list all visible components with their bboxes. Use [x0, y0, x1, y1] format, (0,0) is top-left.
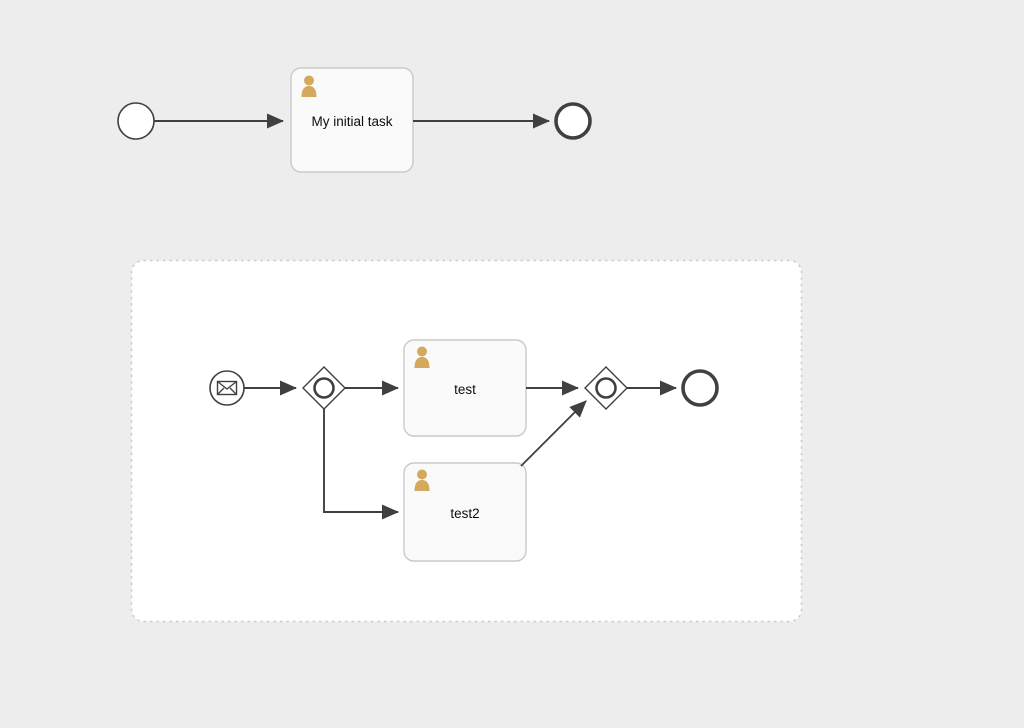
end-event[interactable] [554, 102, 592, 140]
task-box[interactable] [290, 67, 414, 173]
envelope-icon [216, 380, 238, 396]
top-level-process: My initial task [117, 67, 592, 173]
task-label: test2 [450, 506, 479, 521]
gateway-diamond[interactable] [584, 366, 628, 410]
start-event[interactable] [117, 102, 155, 140]
inclusive-marker-icon [313, 377, 335, 399]
user-icon [414, 469, 430, 491]
task-label: My initial task [311, 114, 392, 129]
user-icon [301, 75, 317, 97]
inclusive-marker-icon [595, 377, 617, 399]
subprocess-container[interactable] [130, 259, 803, 623]
user-task-my-initial-task[interactable]: My initial task [290, 67, 414, 173]
sequence-flow-split-to-test2[interactable] [323, 409, 400, 520]
user-task-test2[interactable]: test2 [403, 462, 527, 562]
message-start-event[interactable] [209, 370, 245, 406]
expanded-subprocess: test test2 [130, 259, 803, 623]
task-label: test [454, 382, 476, 397]
user-task-test[interactable]: test [403, 339, 527, 437]
inclusive-gateway-join[interactable] [584, 366, 628, 410]
user-icon [414, 346, 430, 368]
sequence-flow-test2-to-join[interactable] [520, 400, 587, 467]
end-event[interactable] [681, 369, 719, 407]
task-box[interactable] [403, 462, 527, 562]
